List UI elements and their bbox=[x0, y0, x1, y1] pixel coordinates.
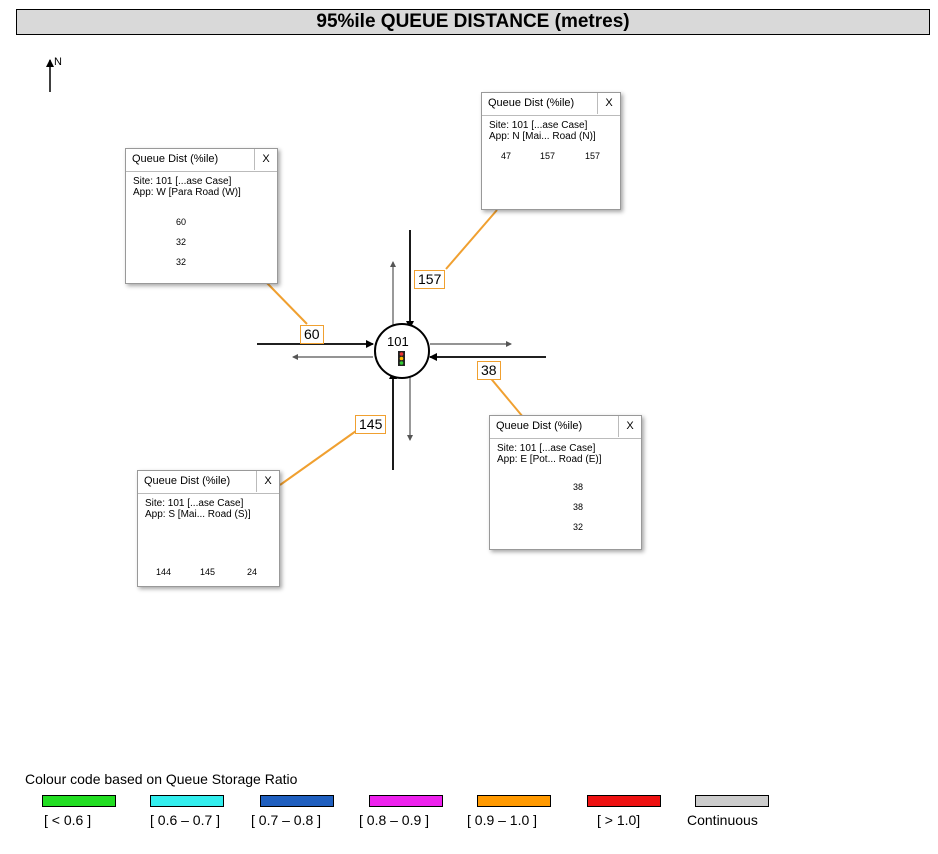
legend-title: Colour code based on Queue Storage Ratio bbox=[25, 771, 298, 787]
leader-south bbox=[279, 430, 357, 486]
popup-site: Site: 101 [...ase Case] bbox=[145, 498, 244, 509]
popup-west: Queue Dist (%ile) X Site: 101 [...ase Ca… bbox=[125, 148, 278, 284]
close-button[interactable]: X bbox=[254, 149, 277, 170]
popup-site: Site: 101 [...ase Case] bbox=[497, 443, 596, 454]
queue-label-north: 157 bbox=[414, 270, 446, 289]
legend-label: [ 0.6 – 0.7 ] bbox=[150, 812, 221, 828]
popup-header: Queue Dist (%ile) X bbox=[490, 416, 641, 439]
page-title: 95%ile QUEUE DISTANCE (metres) bbox=[16, 9, 930, 35]
popup-north: Queue Dist (%ile) X Site: 101 [...ase Ca… bbox=[481, 92, 621, 210]
north-label: N bbox=[54, 56, 62, 68]
legend-label: Continuous bbox=[687, 812, 758, 828]
popup-app: App: S [Mai... Road (S)] bbox=[145, 509, 251, 520]
popup-header: Queue Dist (%ile) X bbox=[126, 149, 277, 172]
popup-site: Site: 101 [...ase Case] bbox=[133, 176, 232, 187]
queue-value: 157 bbox=[540, 151, 556, 161]
legend-label: [ < 0.6 ] bbox=[44, 812, 92, 828]
queue-value: 32 bbox=[573, 522, 584, 532]
popup-header: Queue Dist (%ile) X bbox=[138, 471, 279, 494]
legend-swatch bbox=[369, 795, 443, 807]
queue-label-east: 38 bbox=[477, 361, 501, 380]
legend-swatch bbox=[587, 795, 661, 807]
queue-value: 32 bbox=[176, 257, 187, 267]
legend-swatch bbox=[695, 795, 769, 807]
legend-label: [ 0.8 – 0.9 ] bbox=[359, 812, 430, 828]
traffic-signal-icon bbox=[398, 351, 405, 366]
queue-value: 38 bbox=[573, 502, 584, 512]
popup-site: Site: 101 [...ase Case] bbox=[489, 120, 588, 131]
close-button[interactable]: X bbox=[256, 471, 279, 492]
popup-east: Queue Dist (%ile) X Site: 101 [...ase Ca… bbox=[489, 415, 642, 550]
queue-value: 32 bbox=[176, 237, 187, 247]
queue-value: 157 bbox=[585, 151, 601, 161]
leader-east bbox=[487, 374, 524, 418]
queue-label-west: 60 bbox=[300, 325, 324, 344]
queue-value: 38 bbox=[573, 482, 584, 492]
close-button[interactable]: X bbox=[618, 416, 641, 437]
queue-value: 144 bbox=[156, 567, 172, 577]
queue-value: 24 bbox=[247, 567, 258, 577]
popup-title: Queue Dist (%ile) bbox=[488, 97, 575, 109]
close-button[interactable]: X bbox=[597, 93, 620, 114]
popup-app: App: E [Pot... Road (E)] bbox=[497, 454, 602, 465]
legend-swatch bbox=[260, 795, 334, 807]
leader-north bbox=[445, 209, 498, 270]
popup-title: Queue Dist (%ile) bbox=[144, 475, 231, 487]
popup-south: Queue Dist (%ile) X Site: 101 [...ase Ca… bbox=[137, 470, 280, 587]
queue-value: 47 bbox=[501, 151, 512, 161]
popup-app: App: W [Para Road (W)] bbox=[133, 187, 241, 198]
legend-label: [ > 1.0] bbox=[597, 812, 641, 828]
queue-value: 145 bbox=[200, 567, 216, 577]
queue-label-south: 145 bbox=[355, 415, 387, 434]
queue-value: 60 bbox=[176, 217, 187, 227]
node-id: 101 bbox=[387, 334, 409, 349]
legend-swatch bbox=[150, 795, 224, 807]
legend-swatch bbox=[477, 795, 551, 807]
popup-title: Queue Dist (%ile) bbox=[496, 420, 583, 432]
legend-label: [ 0.9 – 1.0 ] bbox=[467, 812, 538, 828]
leader-west bbox=[266, 282, 308, 325]
popup-app: App: N [Mai... Road (N)] bbox=[489, 131, 596, 142]
legend-label: [ 0.7 – 0.8 ] bbox=[251, 812, 322, 828]
popup-title: Queue Dist (%ile) bbox=[132, 153, 219, 165]
legend-swatch bbox=[42, 795, 116, 807]
popup-header: Queue Dist (%ile) X bbox=[482, 93, 620, 116]
